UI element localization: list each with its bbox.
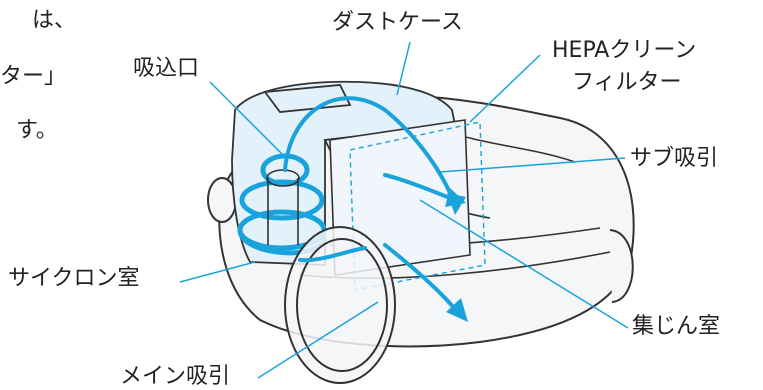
intro-fragment-3: す。 <box>16 118 58 143</box>
label-dust-case: ダストケース <box>332 10 463 35</box>
label-cyclone: サイクロン室 <box>8 266 140 291</box>
arrow-heads <box>445 188 468 322</box>
label-dust-chamber: 集じん室 <box>632 314 721 339</box>
leader-lines <box>179 41 629 379</box>
label-hepa-line2: フィルター <box>572 70 682 95</box>
left-wheel <box>207 177 237 223</box>
right-wheel <box>609 229 634 303</box>
label-main-suction: メイン吸引 <box>120 364 231 389</box>
label-hepa-line1: HEPAクリーン <box>552 38 697 63</box>
label-sub-suction: サブ吸引 <box>630 146 719 171</box>
main-wheel <box>284 226 396 384</box>
intro-fragment-2: ター」 <box>0 64 67 89</box>
intro-fragment-1: は、 <box>32 8 77 33</box>
label-intake: 吸込口 <box>133 56 200 81</box>
